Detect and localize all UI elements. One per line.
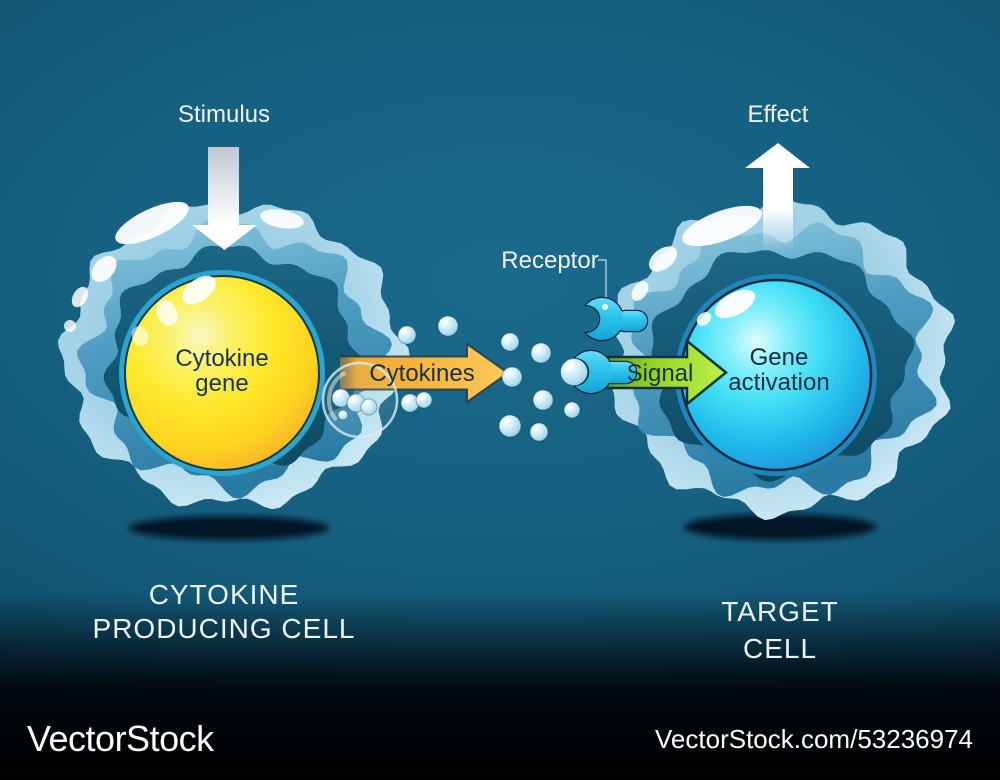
cytokines-arrow xyxy=(340,344,508,402)
nucleus-highlight xyxy=(131,326,149,346)
vectorstock-logo: VectorStock xyxy=(27,718,214,759)
signal-arrow xyxy=(600,341,726,404)
nucleus-highlight xyxy=(696,312,712,326)
target-cell xyxy=(602,196,955,540)
cytokine-bubble xyxy=(560,358,588,386)
nucleus-highlight xyxy=(714,289,756,319)
membrane-highlight xyxy=(71,286,89,308)
receptor-label: Receptor xyxy=(501,247,598,274)
receptor-unbound xyxy=(583,296,649,342)
stimulus-label: Stimulus xyxy=(178,101,270,128)
receptor-binding-site-fill xyxy=(586,298,623,340)
cell-shadow xyxy=(684,514,876,540)
cytokines-arrow-label: Cytokines xyxy=(369,360,474,387)
receptor-binding-site-fill xyxy=(575,351,612,393)
gene-activation-label-line2: activation xyxy=(728,369,829,396)
gene-activation-label-line1: Gene xyxy=(750,344,809,371)
cell-shadow xyxy=(129,516,329,540)
membrane-highlights xyxy=(64,201,304,332)
membrane-highlight xyxy=(64,320,76,332)
image-credit-url: VectorStock.com/53236974 xyxy=(655,723,973,754)
cytokine-gene-label-line1: Cytokine xyxy=(175,345,268,372)
cytokine-bubble xyxy=(498,414,522,438)
cytokine-bubble xyxy=(360,398,378,416)
membrane-highlight xyxy=(91,255,117,283)
cytokine-bubble xyxy=(400,393,420,413)
membrane-highlight xyxy=(631,281,649,301)
stimulus-arrow xyxy=(192,147,257,250)
membrane-highlight xyxy=(648,246,678,272)
receptor-bound xyxy=(572,349,638,395)
nucleus-highlights xyxy=(131,275,216,346)
producing-cell-name-line1: CYTOKINE xyxy=(149,579,300,610)
cytokine-bubble xyxy=(501,366,523,388)
cytokine-bubbles xyxy=(331,315,588,442)
cytokine-bubble xyxy=(563,401,581,419)
cytokine-producing-cell xyxy=(57,201,410,540)
producing-cell-name-line2: PRODUCING CELL xyxy=(93,613,356,644)
cytokine-bubble xyxy=(437,315,459,337)
receptor-stem-fill xyxy=(615,311,647,331)
cytokine-bubble xyxy=(415,391,433,409)
nucleus-highlights xyxy=(696,289,756,326)
cytokine-bubble xyxy=(500,332,520,352)
membrane-highlight xyxy=(115,201,189,245)
target-cell-name-line2: CELL xyxy=(743,633,817,664)
cytokine-gene-nucleus xyxy=(124,275,320,471)
receptor-pointer-line xyxy=(598,259,607,301)
membrane-highlight xyxy=(260,209,304,229)
watermark-footer: VectorStock VectorStock.com/53236974 xyxy=(0,698,1000,780)
cytokine-bubble xyxy=(346,393,366,413)
receptor-highlight-dot xyxy=(602,304,608,310)
effect-label: Effect xyxy=(748,101,809,128)
signal-arrow-outline xyxy=(600,338,728,407)
cytokine-bubble xyxy=(337,409,349,421)
cytokine-bubble xyxy=(529,422,549,442)
cytokine-bubble xyxy=(530,342,552,364)
nucleus-highlight xyxy=(156,300,178,326)
membrane-highlight xyxy=(682,205,762,247)
signal-arrow-label: Signal xyxy=(627,360,694,387)
vesicle-highlight xyxy=(327,367,393,433)
cytokine-gene-label-line2: gene xyxy=(195,370,248,397)
nucleus-highlight xyxy=(182,275,216,305)
cytokine-bubble xyxy=(397,325,417,345)
cytokine-bubble xyxy=(532,389,554,411)
effect-arrow xyxy=(745,143,810,250)
target-cell-name-line1: TARGET xyxy=(721,596,838,627)
